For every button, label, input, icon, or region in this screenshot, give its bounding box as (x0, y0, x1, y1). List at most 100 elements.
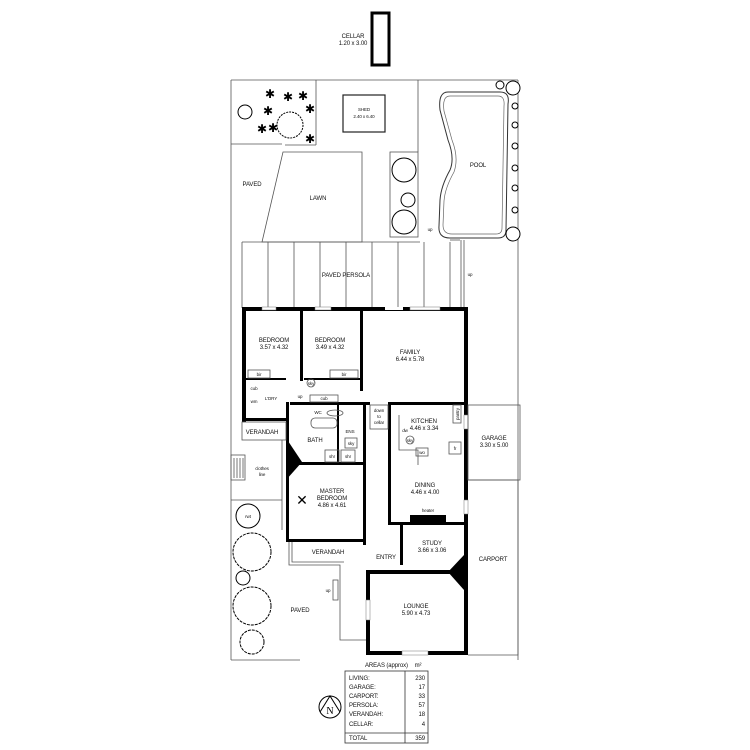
bedroom2-label: BEDROOM (315, 338, 345, 344)
verandah-left-label: VERANDAH (246, 430, 279, 436)
garage-dims: 3.30 x 5.00 (480, 443, 509, 449)
ens-label: ENS (346, 429, 355, 434)
plant-icon: ✱ (263, 104, 273, 118)
bedroom2-dims: 3.49 x 4.32 (316, 345, 345, 351)
area-row-label: CARPORT: (349, 694, 379, 700)
master-dims: 4.86 x 4.61 (318, 503, 347, 509)
area-row-value: 33 (419, 694, 426, 700)
north-arrow: N (318, 695, 342, 719)
verandah-front-outline (288, 542, 366, 641)
paved-top-label: PAVED (243, 182, 263, 188)
wc-label: WC (314, 410, 322, 415)
bir-label: bir (342, 372, 347, 377)
bir-label: bir (257, 372, 262, 377)
kitchen-label: KITCHEN (411, 419, 437, 425)
dining-label: DINING (415, 483, 436, 489)
area-row-label: LIVING: (349, 676, 370, 682)
family-dims: 6.44 x 5.78 (396, 357, 425, 363)
house-walls (242, 306, 469, 656)
entry-label: ENTRY (376, 555, 396, 561)
wm-label: wm (251, 399, 258, 404)
plant-icon: ✱ (265, 87, 275, 101)
area-total-label: TOTAL (349, 736, 368, 742)
family-label: FAMILY (400, 350, 420, 356)
garden-bed: ✱ ✱ ✱ ✱ ✱ ✱ ✱ ✱ (231, 80, 317, 146)
cellar-label: CELLAR (342, 34, 366, 40)
cub-box (309, 394, 339, 403)
study-dims: 3.66 x 3.06 (418, 548, 447, 554)
plant-icon: ✱ (298, 89, 308, 103)
steps (332, 579, 339, 601)
paved-front-label: PAVED (291, 608, 311, 614)
area-row-value: 230 (415, 676, 425, 682)
shed-outline (342, 94, 386, 133)
clothes-label: clothes (255, 466, 269, 471)
laundry-label: L'DRY (265, 396, 277, 401)
bathtub-icon (310, 417, 338, 429)
plant-icon: ✱ (305, 102, 315, 116)
shr-label: shr (329, 454, 336, 459)
plant-icon: ✱ (257, 122, 267, 136)
area-row-label: CELLAR: (349, 722, 374, 728)
up-label: up (468, 272, 473, 277)
pergola (241, 239, 465, 308)
up-label: up (326, 588, 331, 593)
cellar-stairs (369, 404, 389, 430)
rwt-label: rwt (245, 514, 252, 519)
study-label: STUDY (422, 541, 442, 547)
up-label: up (298, 394, 303, 399)
fridge-box (448, 441, 462, 455)
verandah-front-inner (291, 542, 344, 563)
shr-label: shr (345, 454, 352, 459)
carport-outline (468, 479, 519, 656)
north-label: N (326, 706, 333, 717)
area-row-value: 57 (419, 703, 426, 709)
garden-bed-pool (389, 80, 419, 238)
cellar-dims: 1.20 x 3.00 (339, 41, 368, 47)
area-row-value: 18 (419, 712, 426, 718)
areas-header: AREAS (approx) (365, 663, 408, 669)
area-total-value: 359 (415, 736, 425, 742)
rainwater-tank (235, 503, 261, 529)
lounge-label: LOUNGE (404, 604, 429, 610)
lawn-label: LAWN (310, 196, 327, 202)
shed-label: SHED (358, 107, 371, 112)
wall-oven-box (415, 447, 429, 457)
pool: POOL (438, 80, 521, 242)
sky-label: sky (348, 441, 355, 446)
master-label: MASTER (320, 489, 345, 495)
cub-label: cub (321, 396, 329, 401)
kitchen-bench (398, 415, 419, 465)
pool-label: POOL (470, 163, 487, 169)
dining-dims: 4.46 x 4.00 (411, 490, 440, 496)
plant-icon: ✱ (268, 121, 278, 135)
toilet-icon (326, 409, 344, 417)
sky-label: sky (308, 381, 315, 386)
sky-label: sky (407, 438, 414, 443)
cellar-stair-label: cellar (374, 420, 385, 425)
plant-icon: ✱ (305, 132, 315, 146)
bir-box (247, 369, 271, 379)
master-label-2: BEDROOM (317, 496, 347, 502)
bedroom1-label: BEDROOM (259, 338, 289, 344)
clothes-line (230, 440, 283, 530)
verandah-left (241, 421, 287, 441)
plant-icon: ✱ (283, 90, 293, 104)
pergola-label: PAVED PERSOLA (322, 273, 370, 279)
area-row-label: PERSOLA: (349, 703, 379, 709)
wo-label: wo (419, 450, 425, 455)
bath-label: BATH (307, 438, 322, 444)
verandah-front-label: VERANDAH (312, 550, 345, 556)
bedroom1-dims: 3.57 x 4.32 (260, 345, 289, 351)
cellar-outline (370, 11, 391, 67)
area-row-value: 4 (422, 722, 426, 728)
to-label: to (377, 414, 381, 419)
heater-label: heater (422, 508, 435, 513)
skylight-icon (306, 378, 316, 388)
pantry-label: pantry (455, 407, 460, 420)
sky-box (344, 437, 358, 449)
line-label: line (259, 472, 266, 477)
kitchen-dims: 4.46 x 3.34 (410, 426, 439, 432)
cub-label: cub (251, 386, 259, 391)
